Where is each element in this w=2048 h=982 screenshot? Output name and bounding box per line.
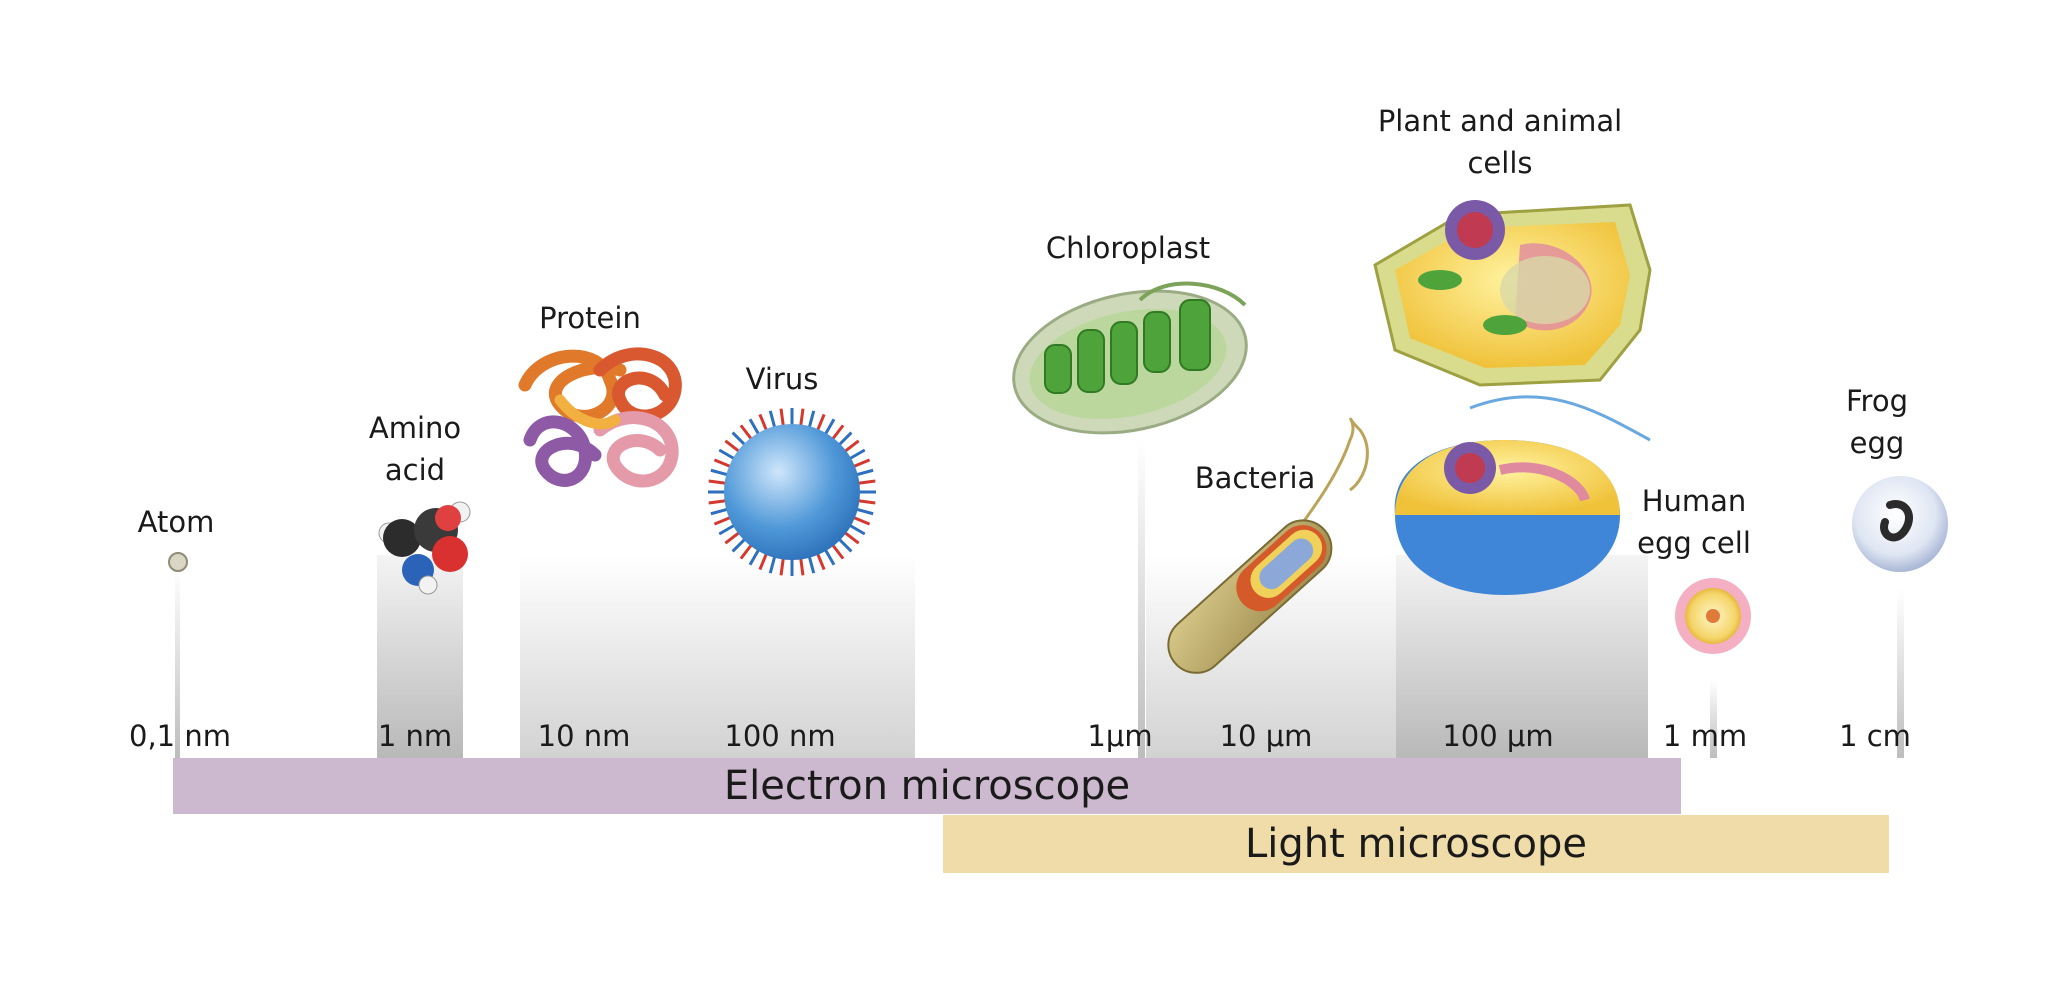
virus-spike xyxy=(815,413,826,432)
virus-spike xyxy=(830,424,845,441)
stem-frog-egg xyxy=(1897,590,1904,758)
virus-spike xyxy=(739,424,754,441)
scale-label: 100 nm xyxy=(724,719,836,753)
virus-spike xyxy=(724,530,741,545)
scale-label: 100 μm xyxy=(1442,719,1554,753)
animal-cell-model xyxy=(1394,395,1651,595)
virus-spike xyxy=(718,448,736,461)
virus-spike xyxy=(823,418,836,436)
scale-label: 1 mm xyxy=(1662,719,1748,753)
amino-acid-model xyxy=(378,501,471,595)
virus-spike xyxy=(855,507,874,516)
stem-chloroplast xyxy=(1138,440,1145,758)
scale-stems xyxy=(175,440,1904,758)
virus-spike xyxy=(731,431,747,447)
virus-spike xyxy=(815,552,826,571)
label-amino-acid: Amino acid xyxy=(368,411,462,487)
virus-spike xyxy=(768,555,777,574)
virus-spike xyxy=(855,468,874,477)
human-egg-model xyxy=(1675,578,1751,654)
label-frog-egg: Frog egg xyxy=(1845,384,1908,460)
virus-spike xyxy=(807,410,816,429)
atom-sphere xyxy=(168,552,188,572)
protein-model xyxy=(518,347,682,488)
electron-microscope-label: Electron microscope xyxy=(723,763,1131,809)
virus-spike xyxy=(837,537,853,553)
label-virus: Virus xyxy=(745,362,819,396)
virus-spike xyxy=(710,468,729,477)
virus-spike xyxy=(758,413,769,432)
virus-spike xyxy=(807,555,816,574)
virus-spike xyxy=(768,410,777,429)
frog-egg-model xyxy=(1852,476,1948,572)
virus-spike xyxy=(731,537,747,553)
label-chloroplast: Chloroplast xyxy=(1045,231,1211,265)
label-bacteria: Bacteria xyxy=(1194,461,1316,495)
column-10nm xyxy=(520,555,664,759)
scale-label: 0,1 nm xyxy=(129,719,231,753)
virus-spike xyxy=(748,418,761,436)
virus-spike xyxy=(799,408,805,427)
virus-spike xyxy=(857,479,876,485)
label-human-egg-cell: Human egg cell xyxy=(1637,484,1751,560)
chloroplast-model xyxy=(1012,281,1248,435)
virus-spike xyxy=(713,515,732,526)
virus-spike xyxy=(843,530,860,545)
virus-model xyxy=(708,408,876,576)
bacteria-model xyxy=(1167,417,1369,674)
virus-spike xyxy=(830,543,845,560)
scale-label: 10 μm xyxy=(1219,719,1313,753)
virus-spike xyxy=(724,439,741,454)
label-plant-animal-cells: Plant and animal cells xyxy=(1377,104,1623,180)
virus-spike xyxy=(799,557,805,576)
scale-label: 1μm xyxy=(1087,719,1153,753)
scale-label: 10 nm xyxy=(537,719,631,753)
stem-atom xyxy=(175,568,180,758)
electron-microscope-band: Electron microscope xyxy=(173,758,1681,814)
virus-spike xyxy=(852,458,871,469)
light-microscope-band: Light microscope xyxy=(943,815,1889,873)
virus-spike xyxy=(843,439,860,454)
virus-spike xyxy=(848,523,866,536)
virus-spike xyxy=(713,458,732,469)
plant-cell-model xyxy=(1373,200,1652,387)
virus-spike xyxy=(837,431,853,447)
label-protein: Protein xyxy=(539,301,641,335)
stem-human-egg xyxy=(1710,680,1717,758)
light-microscope-label: Light microscope xyxy=(1245,821,1587,867)
scale-label: 1 nm xyxy=(377,719,453,753)
virus-spike xyxy=(848,448,866,461)
virus-spike xyxy=(748,548,761,566)
column-100nm xyxy=(664,555,915,759)
virus-spike xyxy=(739,543,754,560)
virus-spike xyxy=(779,557,785,576)
scale-label: 1 cm xyxy=(1839,719,1911,753)
virus-spike xyxy=(779,408,785,427)
virus-spike xyxy=(708,499,727,505)
virus-spike xyxy=(758,552,769,571)
virus-spike xyxy=(852,515,871,526)
virus-spike xyxy=(710,507,729,516)
label-atom: Atom xyxy=(137,505,215,539)
virus-spike xyxy=(857,499,876,505)
virus-spike xyxy=(718,523,736,536)
virus-spike xyxy=(708,479,727,485)
virus-spike xyxy=(823,548,836,566)
